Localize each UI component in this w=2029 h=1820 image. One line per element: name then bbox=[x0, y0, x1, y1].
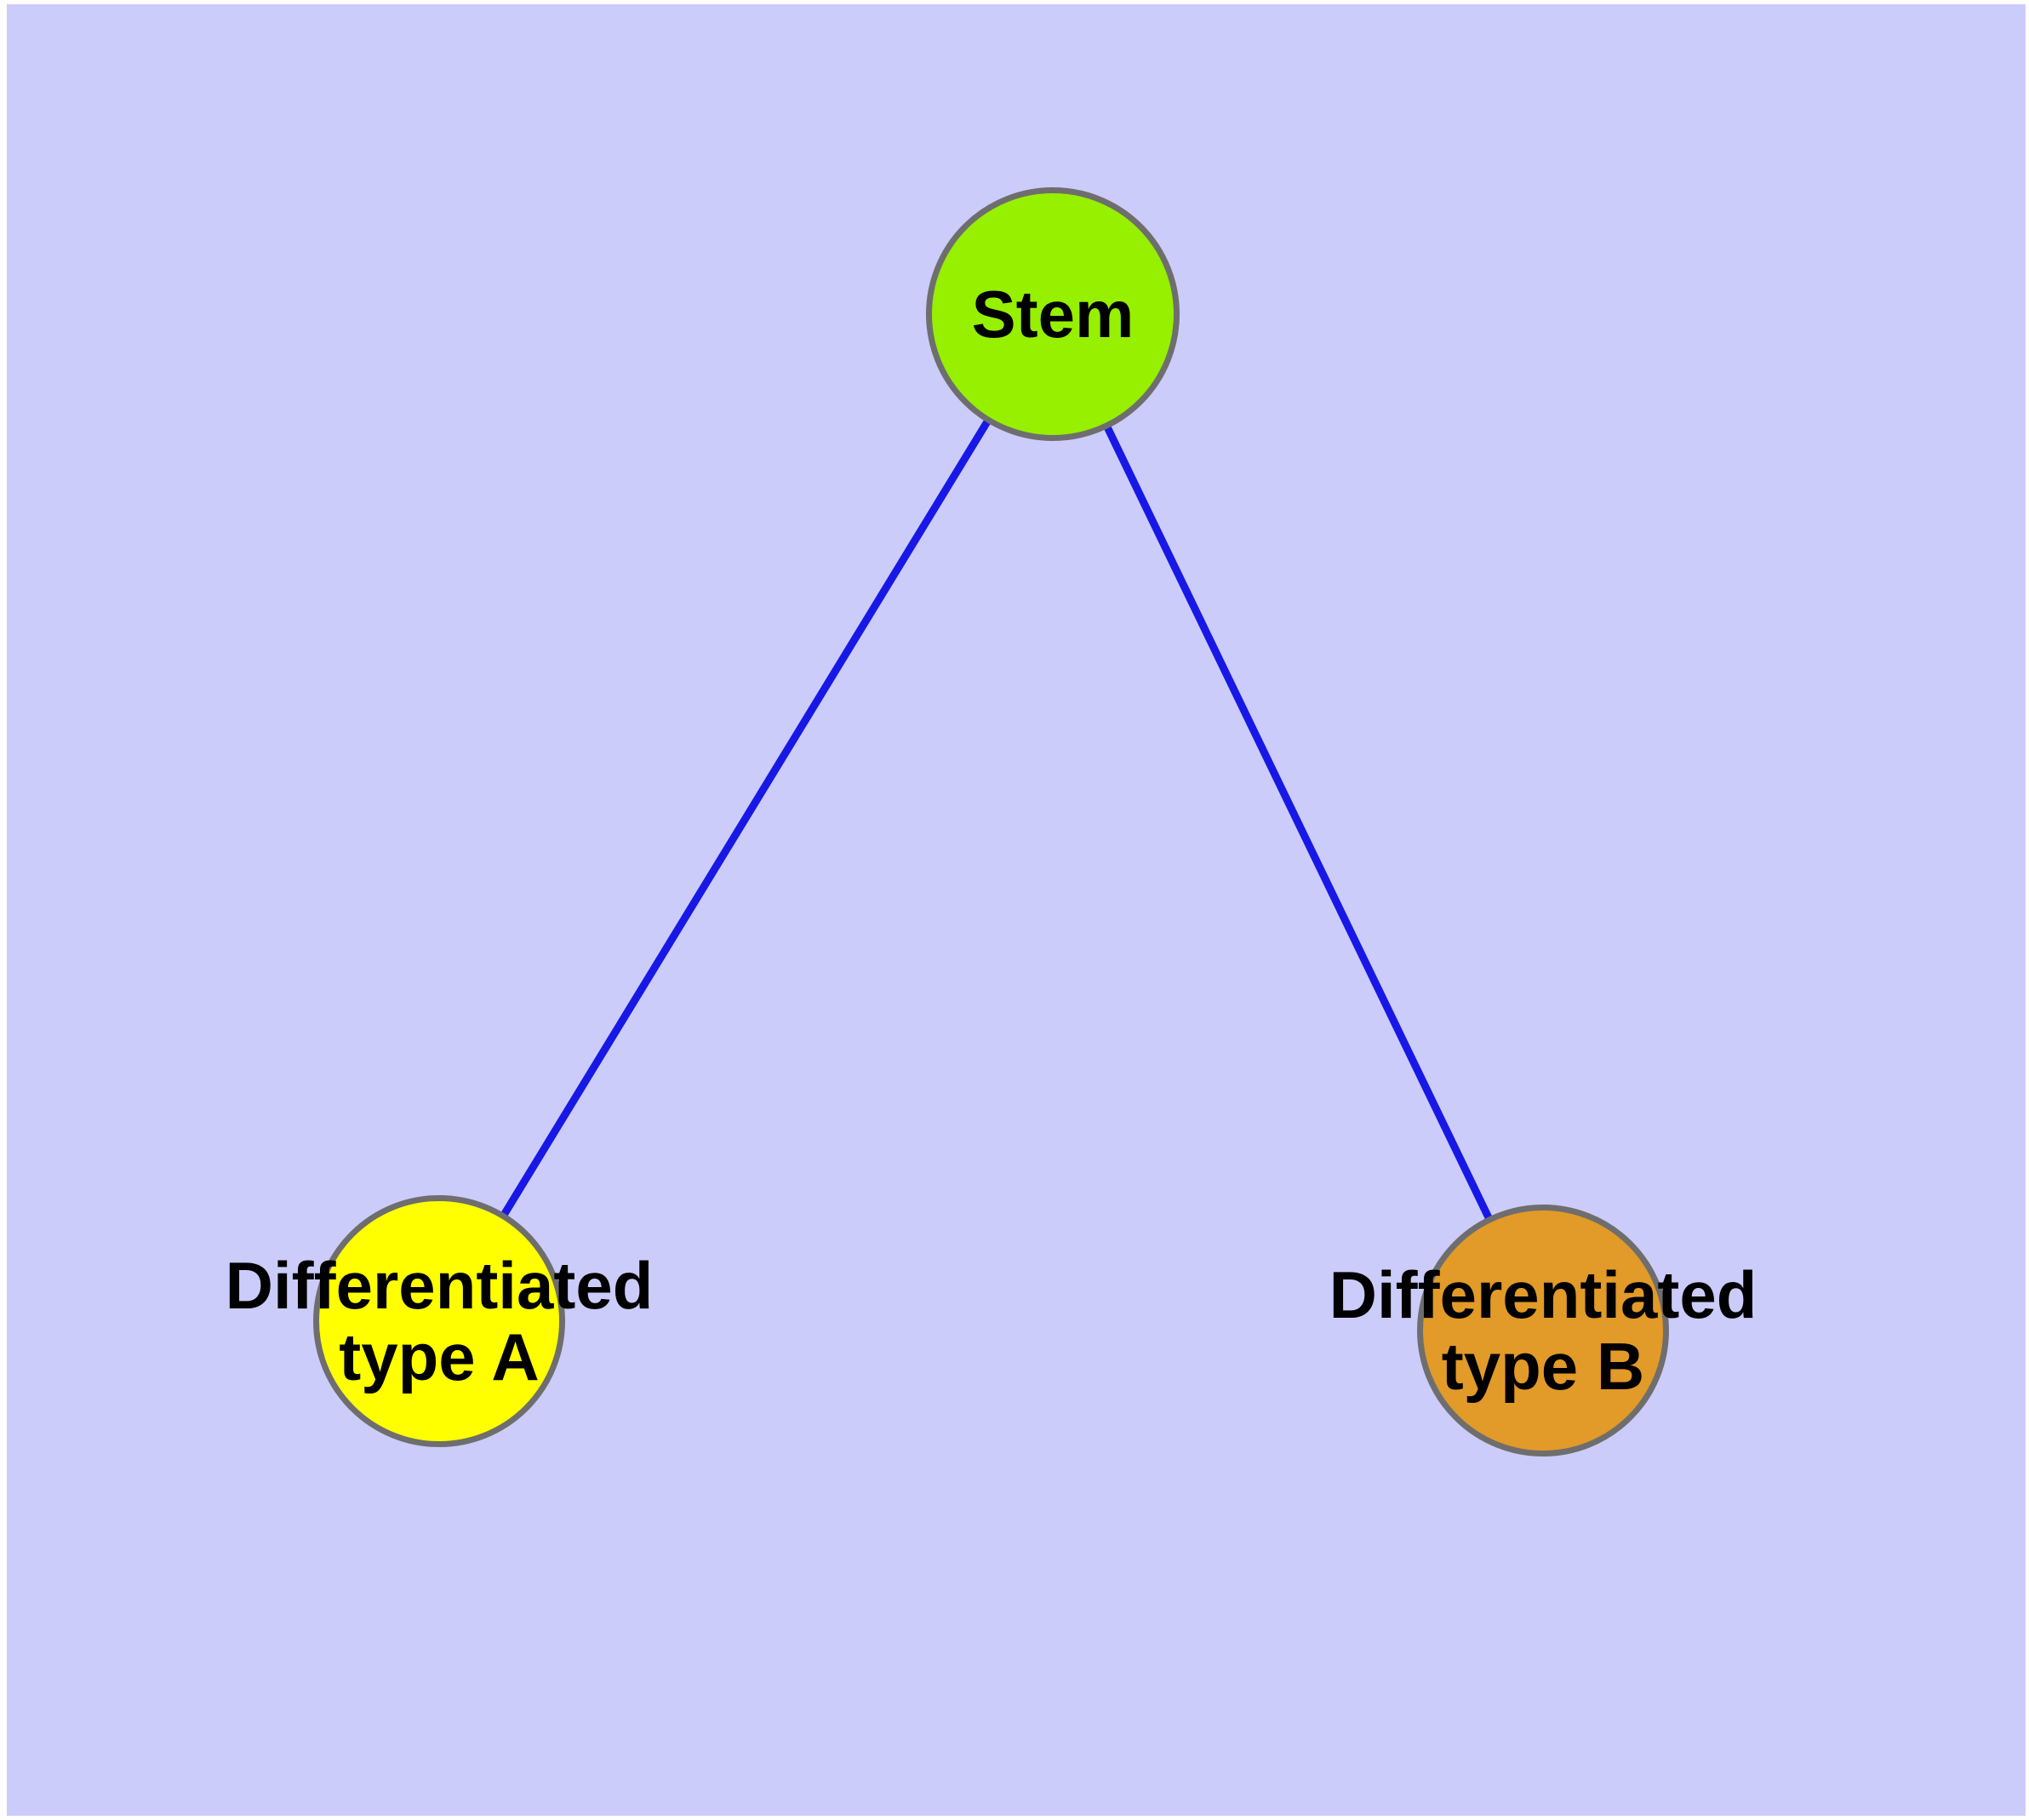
node-stem[interactable] bbox=[926, 187, 1180, 441]
node-differentiated-type-a[interactable] bbox=[313, 1195, 565, 1447]
edge-stem-to-diff-a bbox=[500, 417, 992, 1219]
node-differentiated-type-b[interactable] bbox=[1417, 1205, 1669, 1457]
diagram-plot-area: Stem Differentiated type A Differentiate… bbox=[7, 4, 2026, 1816]
edge-layer bbox=[500, 417, 1494, 1222]
edge-stem-to-diff-b bbox=[1102, 423, 1494, 1222]
